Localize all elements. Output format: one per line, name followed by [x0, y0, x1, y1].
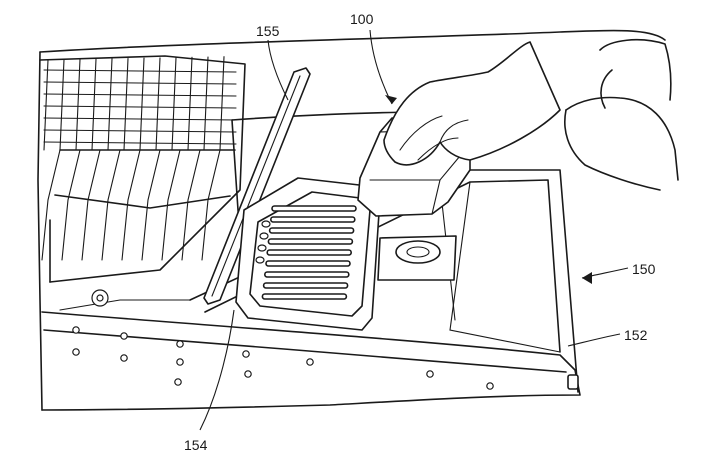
rack-grid: [41, 56, 237, 261]
leader-100: [369, 29, 393, 105]
door-bolt: [242, 350, 250, 358]
rack-wire: [59, 59, 65, 151]
rack-wire: [75, 58, 81, 151]
foreground-figure: [564, 38, 679, 191]
rack-wire: [107, 58, 113, 151]
rack-wire: [43, 59, 49, 151]
detergent-cup-lid: [395, 240, 441, 264]
rack-wheel-hub: [96, 294, 104, 302]
door-bolt: [176, 358, 184, 366]
rack-tine: [121, 149, 141, 261]
rack-tine: [161, 149, 181, 261]
door-bolt: [120, 354, 128, 362]
rack-wire: [187, 56, 193, 151]
pod-tray: [235, 177, 381, 331]
rack-wire: [219, 56, 225, 151]
rack-tine: [141, 149, 161, 261]
rack-wire: [203, 56, 209, 151]
tray-rib: [269, 216, 356, 223]
reference-labels: 155 100 150 152 154: [184, 11, 656, 453]
tray-rib: [271, 205, 357, 212]
tray-rib: [263, 271, 350, 278]
label-152: 152: [624, 327, 648, 343]
door-bolt: [72, 326, 80, 334]
door-bolt: [176, 340, 184, 348]
rack-wire: [171, 57, 177, 151]
door-latch: [567, 374, 579, 390]
door-bolt: [120, 332, 128, 340]
tray-rib: [268, 227, 355, 234]
tray-rib: [262, 282, 349, 289]
tray-rib: [267, 238, 354, 245]
rail: [203, 67, 311, 305]
rack-wire: [43, 105, 237, 109]
rack-wire: [43, 81, 237, 85]
label-154: 154: [184, 437, 208, 453]
tray-rib: [265, 260, 351, 267]
door-bolt: [426, 370, 434, 378]
label-155: 155: [256, 23, 280, 39]
rack-wire: [43, 141, 237, 145]
rack-wire: [43, 93, 237, 97]
rack-tine: [41, 149, 61, 261]
detergent-cup: [377, 235, 457, 281]
arrowhead-150: [582, 272, 592, 284]
label-150: 150: [632, 261, 656, 277]
tray-hole: [259, 232, 269, 240]
dish-rack: [39, 55, 246, 307]
tray-holes: [255, 220, 271, 264]
tray-rib: [261, 293, 348, 300]
leader-154: [199, 309, 235, 431]
rack-wire: [123, 57, 129, 151]
rack-wire: [91, 58, 97, 151]
rack-tine: [201, 149, 221, 261]
tray-hole: [255, 256, 265, 264]
label-100: 100: [350, 11, 374, 27]
user-hand: [383, 41, 561, 166]
leader-lines: [199, 29, 629, 431]
door-bolt: [174, 378, 182, 386]
door-bolt: [306, 358, 314, 366]
tray-hole: [261, 220, 271, 228]
tray-rib: [266, 249, 353, 256]
rack-tine: [61, 149, 81, 261]
rack-wire: [155, 57, 161, 151]
rack-wire: [139, 57, 145, 151]
leader-155: [267, 39, 289, 101]
tray-ribs: [261, 205, 357, 300]
tray-hole: [257, 244, 267, 252]
door-bolt: [244, 370, 252, 378]
rack-wire: [43, 117, 237, 121]
rack-wire: [43, 69, 237, 73]
rack-tine: [181, 149, 201, 261]
rack-wire: [43, 129, 237, 133]
door-bolt: [486, 382, 494, 390]
rack-tine: [81, 149, 101, 261]
door-bolt: [72, 348, 80, 356]
arrowhead-100: [385, 95, 397, 104]
leader-152: [567, 333, 621, 347]
rack-tine: [101, 149, 121, 261]
door-bolts: [72, 326, 494, 390]
